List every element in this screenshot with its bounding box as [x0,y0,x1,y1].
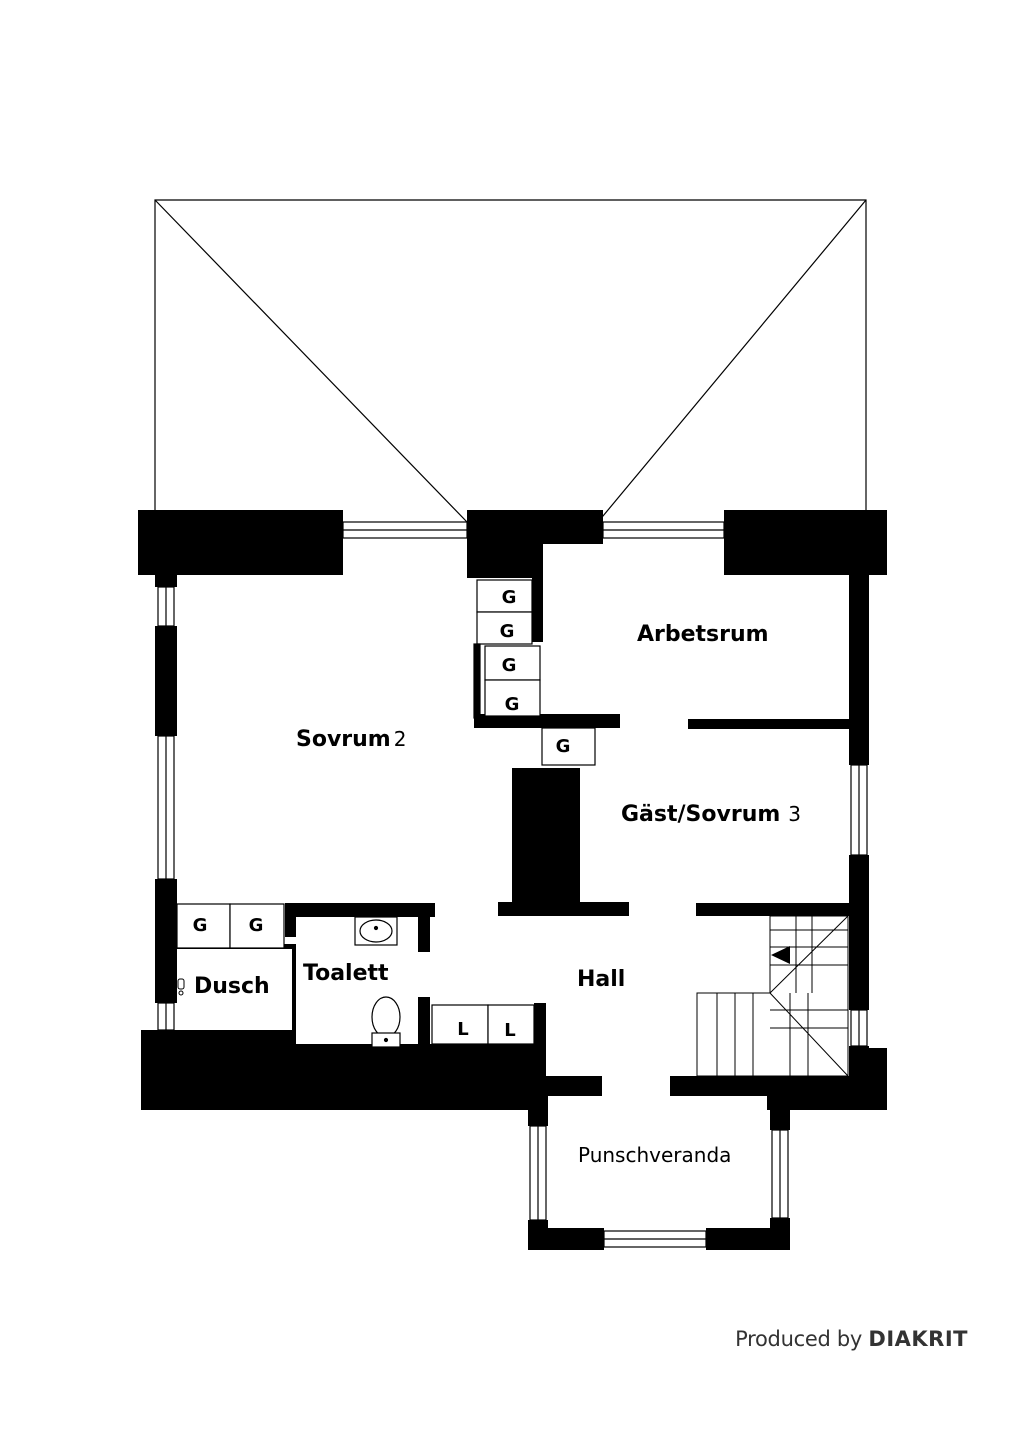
roof-outline [154,199,867,523]
wardrobe-3 [484,645,541,681]
window-veranda-left [529,1125,547,1221]
window-left-upper [157,586,175,627]
windows [157,521,868,1248]
room-label-punschveranda: Punschveranda [578,1143,731,1167]
diakrit-logo: DIAKRIT [868,1327,968,1351]
sink-icon [354,916,398,946]
wardrobe-labels: G G G G G G G L L [193,587,571,1041]
linen-tag: L [504,1020,515,1041]
room-label-hall: Hall [577,967,625,992]
window-right-low [850,1009,868,1047]
staircase [696,915,849,1077]
wardrobe-tag: G [556,736,571,757]
linen-1 [431,1004,489,1045]
wardrobe-7 [229,903,285,949]
wardrobes [176,579,596,1045]
room-label-toalett: Toalett [303,961,389,986]
window-top-right [602,521,725,539]
wardrobe-2 [476,611,533,645]
window-right-mid [850,764,868,856]
linen-tag: L [457,1019,468,1040]
toilet-icon [371,996,401,1048]
bathroom-fixtures [177,916,401,1048]
wardrobe-tag: G [505,694,520,715]
window-left-low [157,1002,175,1031]
wardrobe-tag: G [502,655,517,676]
wardrobe-5 [541,727,596,766]
wardrobe-tag: G [502,587,517,608]
room-label-arbetsrum: Arbetsrum [637,622,769,647]
wardrobe-6 [176,903,231,949]
room-label-dusch: Dusch [194,974,270,999]
window-veranda-bottom [603,1230,707,1248]
window-veranda-right [771,1129,789,1219]
wardrobe-tag: G [500,621,515,642]
wardrobe-tag: G [193,915,208,936]
wardrobe-4 [484,679,541,717]
credit-prefix: Produced by [735,1327,863,1351]
linen-2 [487,1004,535,1045]
shower-icon [177,978,185,996]
window-left-mid [157,735,175,880]
window-top-left [342,521,468,539]
walls [138,510,887,1250]
wardrobe-tag: G [249,915,264,936]
stair-direction-arrow-icon [771,946,790,964]
producer-credit: Produced by DIAKRIT [735,1327,968,1351]
